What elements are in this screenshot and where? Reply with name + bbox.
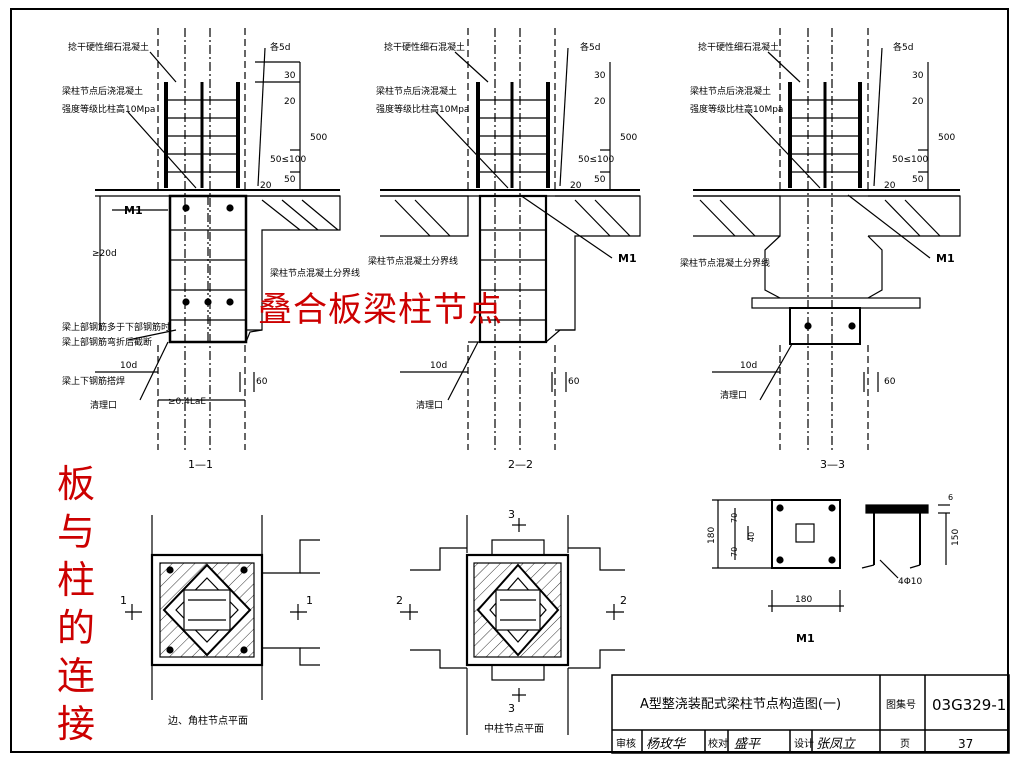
s1-top-concrete-label: 捻干硬性细石混凝土	[68, 41, 149, 53]
s1-dim-50: 50	[284, 175, 296, 185]
s2-bottom-rebar-label: 10d	[430, 361, 447, 371]
s3-gap-dim: 60	[884, 377, 896, 387]
m1-bar-label: 4Φ10	[898, 577, 923, 587]
s2-rebar-label: 各5d	[580, 41, 600, 53]
s2-top-concrete-label: 捻干硬性细石混凝土	[384, 41, 465, 53]
s3-cleanout-label: 清理口	[720, 389, 747, 401]
s2-dim-20b: 20	[570, 181, 582, 191]
mid-cut-left: 2	[396, 594, 403, 607]
page-number: 37	[958, 737, 973, 751]
s2-gap-dim: 60	[568, 377, 580, 387]
s1-node-concrete-line2: 强度等级比柱高10Mpa	[62, 103, 155, 115]
side-title-char: 板	[56, 462, 95, 506]
edge-cut-left: 1	[120, 594, 127, 607]
m1-dim-40: 40	[747, 532, 756, 542]
m1-title: M1	[796, 632, 815, 645]
s3-dim-50-100: 50≤100	[892, 155, 928, 165]
s1-m1-label: M1	[124, 204, 143, 217]
s1-node-concrete-line1: 梁柱节点后浇混凝土	[62, 85, 143, 97]
s3-boundary-label: 梁柱节点混凝土分界线	[680, 257, 770, 269]
s3-m1-label: M1	[936, 252, 955, 265]
s1-dim-20a: 20	[284, 97, 296, 107]
sheet-border	[10, 8, 1009, 753]
section-1-1	[95, 28, 341, 450]
s2-cleanout-label: 清理口	[416, 399, 443, 411]
s3-bottom-rebar-label: 10d	[740, 361, 757, 371]
s1-gap-dim: 60	[256, 377, 268, 387]
review-label: 审核	[616, 737, 636, 750]
m1-dim-150: 150	[951, 529, 961, 546]
s1-cleanout-label: 清理口	[90, 399, 117, 411]
s1-dim-500: 500	[310, 133, 327, 143]
s2-node-concrete-line2: 强度等级比柱高10Mpa	[376, 103, 469, 115]
plan-edge-column	[125, 515, 320, 700]
side-title-char: 柱	[56, 558, 95, 602]
s2-dim-20a: 20	[594, 97, 606, 107]
m1-dim-70a: 70	[730, 513, 739, 523]
s2-dim-500: 500	[620, 133, 637, 143]
s1-rebar-label: 各5d	[270, 41, 290, 53]
page-label: 页	[900, 738, 910, 750]
s1-rebar-note-line1: 梁上部钢筋多于下部钢筋时	[62, 321, 170, 333]
plan-middle-column	[400, 515, 625, 735]
s1-boundary-label: 梁柱节点混凝土分界线	[270, 267, 360, 279]
mid-cut-right: 2	[620, 594, 627, 607]
s2-node-concrete-line1: 梁柱节点后浇混凝土	[376, 85, 457, 97]
s2-boundary-label: 梁柱节点混凝土分界线	[368, 255, 458, 267]
s2-section-label: 2—2	[508, 458, 533, 471]
review-signature: 杨玫华	[646, 737, 687, 752]
s3-dim-500: 500	[938, 133, 955, 143]
side-title-char: 连	[56, 654, 95, 698]
m1-dim-180-h: 180	[795, 595, 812, 605]
section-3-3	[693, 28, 961, 450]
s1-dim-20b: 20	[260, 181, 272, 191]
s1-anchor-dim: ≥0.4LaE	[168, 397, 206, 407]
edge-cut-right: 1	[306, 594, 313, 607]
s1-dim-50-100: 50≤100	[270, 155, 306, 165]
side-title-char: 接	[56, 702, 95, 746]
s3-dim-20a: 20	[912, 97, 924, 107]
drawing-title: A型整浇装配式梁柱节点构造图(一)	[640, 697, 841, 712]
s3-node-concrete-line2: 强度等级比柱高10Mpa	[690, 103, 783, 115]
edge-plan-caption: 边、角柱节点平面	[168, 714, 248, 727]
s1-weld-label: 梁上下钢筋搭焊	[62, 375, 125, 387]
side-title-char: 与	[56, 510, 95, 554]
section-2-2	[380, 28, 641, 450]
atlas-number: 03G329-1	[932, 696, 1006, 714]
s1-dim-30: 30	[284, 71, 296, 81]
s3-top-concrete-label: 捻干硬性细石混凝土	[698, 41, 779, 53]
s3-section-label: 3—3	[820, 458, 845, 471]
s3-dim-30: 30	[912, 71, 924, 81]
s1-rebar-note-line2: 梁上部钢筋弯折后截断	[62, 336, 152, 348]
m1-dim-6: 6	[948, 493, 953, 502]
check-signature: 盛平	[734, 737, 762, 752]
s2-dim-30: 30	[594, 71, 606, 81]
design-label: 设计	[794, 737, 814, 750]
title-block	[611, 674, 1010, 754]
m1-dim-70b: 70	[730, 547, 739, 557]
s3-dim-20b: 20	[884, 181, 896, 191]
s1-height-dim: ≥20d	[92, 249, 117, 259]
s2-m1-label: M1	[618, 252, 637, 265]
mid-plan-caption: 中柱节点平面	[484, 722, 544, 735]
s2-dim-50-100: 50≤100	[578, 155, 614, 165]
check-label: 校对	[708, 737, 728, 750]
s2-dim-50: 50	[594, 175, 606, 185]
m1-plate-detail	[712, 499, 950, 612]
mid-cut-top: 3	[508, 508, 515, 521]
atlas-label: 图集号	[886, 698, 916, 711]
design-signature: 张凤立	[816, 737, 856, 752]
s3-rebar-label: 各5d	[893, 41, 913, 53]
mid-cut-bottom: 3	[508, 702, 515, 715]
s3-dim-50: 50	[912, 175, 924, 185]
overlay-side-title: 板 与 柱 的 连 接	[54, 460, 98, 748]
overlay-main-title: 叠合板梁柱节点	[258, 290, 503, 330]
s3-node-concrete-line1: 梁柱节点后浇混凝土	[690, 85, 771, 97]
side-title-char: 的	[56, 606, 95, 650]
m1-dim-180-v: 180	[707, 527, 717, 544]
s1-bottom-rebar-label: 10d	[120, 361, 137, 371]
s1-section-label: 1—1	[188, 458, 213, 471]
